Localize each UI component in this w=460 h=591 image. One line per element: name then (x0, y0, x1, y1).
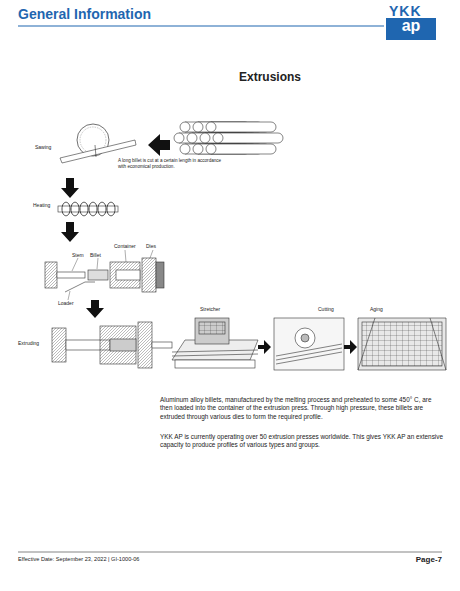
stage-label: Heating (33, 202, 50, 208)
body-paragraph: Aluminum alloy billets, manufactured by … (160, 396, 445, 421)
part-name: Dies (146, 243, 156, 249)
part-name: Container (114, 243, 136, 249)
stage-label: Sawing (35, 144, 51, 150)
stage-label: Extruding (18, 340, 39, 346)
stage-label: Stretcher (200, 306, 220, 312)
page-title: Extrusions (239, 70, 301, 84)
billet-stack (174, 122, 283, 154)
note-text: A long billet is cut at a certain length… (118, 158, 228, 170)
stage-label: Cutting (318, 306, 334, 312)
part-name: Loader (58, 300, 74, 306)
flow-arrow (344, 340, 357, 354)
extrusion-press (45, 250, 164, 300)
part-name: Stem (72, 252, 84, 258)
part-name: Billet (90, 252, 101, 258)
flow-arrow (61, 222, 79, 242)
aging-oven (358, 318, 446, 370)
logo-text: ap (402, 16, 421, 35)
stretcher-machine (172, 318, 258, 368)
footer-text: Effective Date: September 23, 2022 | GI-… (18, 556, 139, 563)
stage-label: Aging (370, 306, 383, 312)
flow-arrow (258, 340, 271, 354)
body-paragraph: YKK AP is currently operating over 50 ex… (160, 433, 445, 450)
page-number: Page-7 (416, 555, 442, 565)
flow-arrow (86, 300, 104, 318)
page-header: General Information (18, 6, 151, 23)
flow-arrow (61, 178, 79, 198)
extruding-press (52, 322, 172, 368)
heating-coil (58, 202, 118, 216)
flow-arrow (148, 134, 170, 156)
cutting-machine (274, 318, 344, 370)
